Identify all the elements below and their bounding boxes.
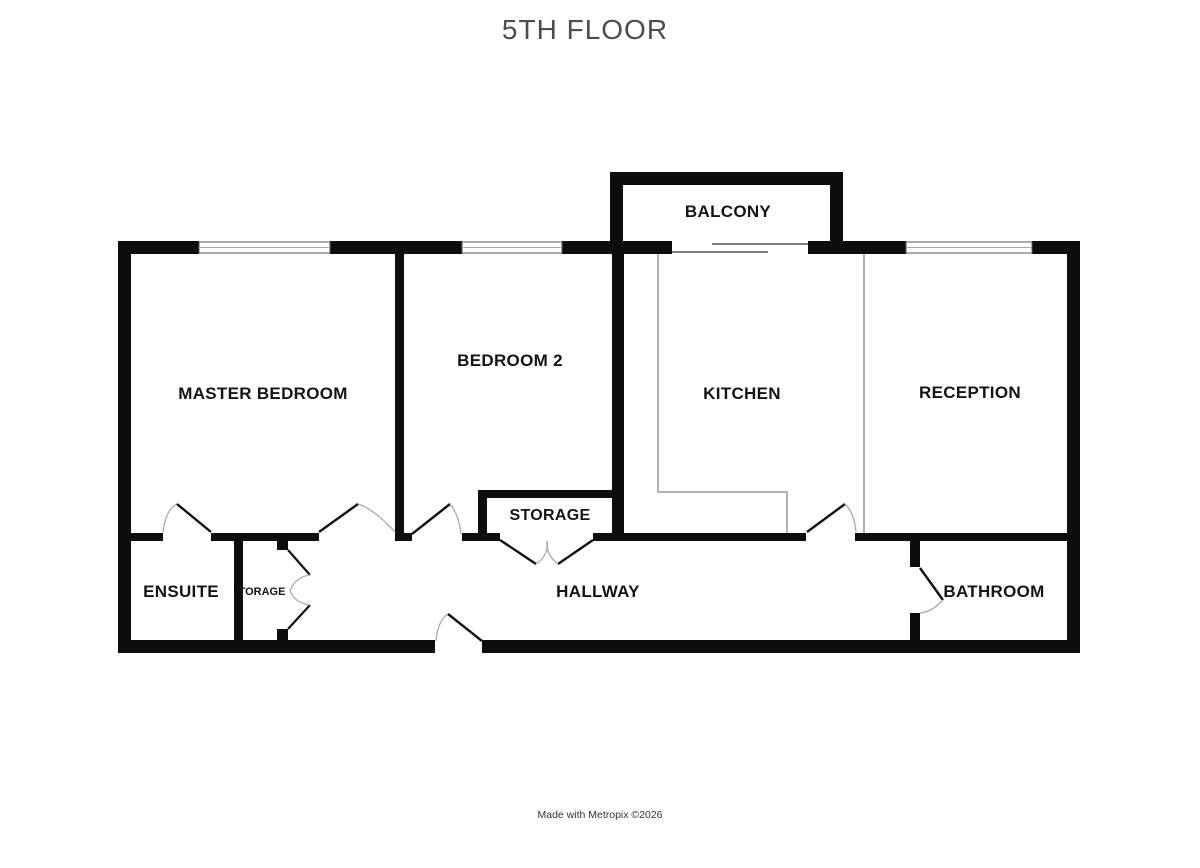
wall (118, 241, 199, 254)
wall (830, 172, 843, 254)
wall (612, 254, 624, 540)
room-label-storage: STORAGE (509, 507, 591, 524)
door-bedroom-2 (411, 503, 462, 535)
balcony-walls (610, 172, 843, 254)
divider-lines (657, 254, 865, 533)
windows (198, 241, 1033, 254)
room-label-reception: RECEPTION (919, 383, 1021, 402)
wall (211, 533, 319, 541)
metropix-credit: Made with Metropix ©2026 (537, 809, 663, 821)
door-bathroom (919, 567, 944, 614)
wall (808, 241, 906, 254)
bifold-door-storage-cupboard (287, 549, 311, 630)
sliding-door-balcony (672, 243, 808, 253)
room-label-storage-cupboard: TORAGE (238, 586, 286, 598)
wall (855, 533, 1067, 541)
wall (910, 613, 920, 653)
wall (482, 640, 1080, 653)
wall (118, 640, 435, 653)
wall (478, 490, 487, 540)
room-label-master-bedroom: MASTER BEDROOM (178, 384, 348, 403)
room-label-kitchen: KITCHEN (703, 384, 781, 403)
wall (478, 490, 624, 498)
door-entrance (435, 613, 483, 642)
wall (277, 629, 288, 653)
wall (1067, 241, 1080, 653)
wall (118, 241, 131, 653)
room-label-balcony: BALCONY (684, 202, 772, 221)
room-label-bathroom: BATHROOM (943, 582, 1045, 601)
wall (234, 533, 243, 653)
window-master-bedroom (198, 241, 331, 254)
room-label-hallway: HALLWAY (556, 582, 640, 601)
wall (395, 254, 404, 540)
exterior-walls (118, 241, 1080, 653)
wall (277, 540, 288, 550)
room-label-ensuite: ENSUITE (143, 582, 219, 601)
door-kitchen (806, 503, 857, 533)
wall (610, 172, 843, 185)
window-bedroom-2 (461, 241, 563, 254)
door-ensuite (162, 503, 212, 533)
wall (910, 540, 920, 567)
wall (118, 533, 163, 541)
wall (395, 533, 412, 541)
double-door-storage (499, 539, 594, 565)
room-label-bedroom-2: BEDROOM 2 (457, 351, 563, 370)
interior-walls (118, 254, 1067, 653)
kitchen-boundary-line (657, 254, 788, 533)
wall (610, 172, 623, 254)
door-master-bedroom (318, 503, 396, 533)
wall (330, 241, 462, 254)
doors (162, 503, 944, 642)
wall (593, 533, 806, 541)
floor-title: 5TH FLOOR (501, 14, 669, 45)
window-reception (905, 241, 1033, 254)
